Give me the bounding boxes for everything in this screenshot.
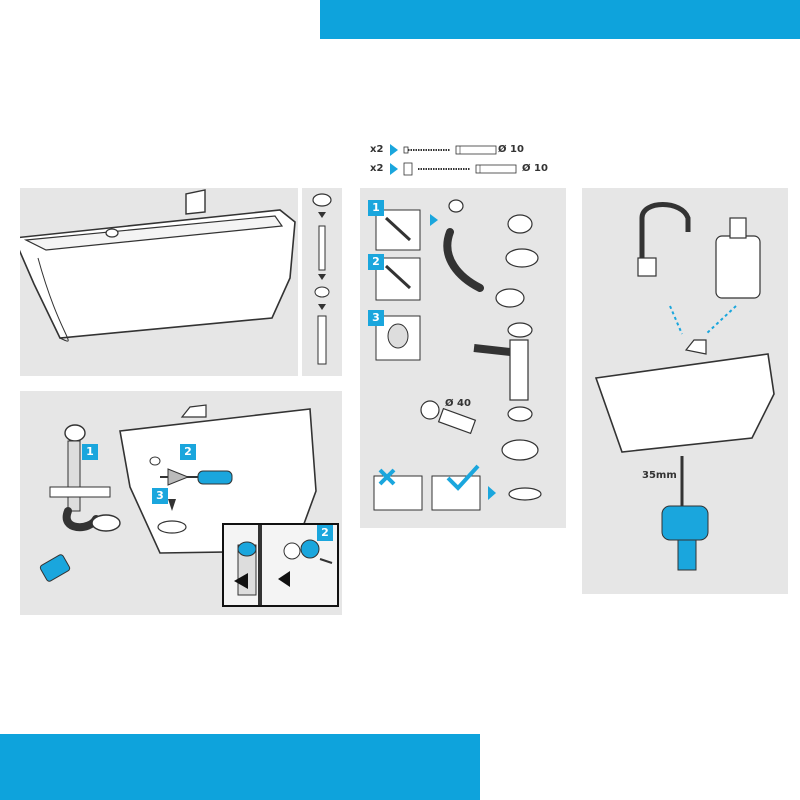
drain-step-3: 3 xyxy=(368,310,384,326)
overflow-step-2: 2 xyxy=(180,444,196,460)
screw-panel xyxy=(302,188,342,376)
overflow-step-1: 1 xyxy=(82,444,98,460)
hardware-legend: x2 Ø 10 x2 Ø 10 xyxy=(370,143,570,177)
detail-inset: 2 xyxy=(222,523,339,607)
drain-assembly-panel: 1 2 3 Ø 40 xyxy=(360,188,566,528)
header-banner xyxy=(320,0,800,39)
arrow-icon xyxy=(234,573,248,589)
sink-overview-panel xyxy=(20,188,298,376)
cross-icon xyxy=(378,468,396,486)
hardware-size-1: Ø 10 xyxy=(498,144,524,155)
drill-icon xyxy=(661,456,709,571)
screw-anchor-1-icon xyxy=(390,144,497,156)
footer-banner xyxy=(0,734,480,800)
clamp-tool-icon xyxy=(39,554,71,582)
drain-pipe-diameter: Ø 40 xyxy=(445,398,471,409)
drain-illustration xyxy=(373,199,542,511)
detail-step-2: 2 xyxy=(317,525,333,541)
faucet-drilling-panel: 35mm xyxy=(582,188,788,594)
overflow-assembly-panel: 1 2 3 2 xyxy=(20,391,342,615)
screw-anchor-2-icon xyxy=(390,162,517,176)
sink-illustration xyxy=(20,189,296,342)
screw-stack-icon xyxy=(312,193,332,365)
drain-step-1: 1 xyxy=(368,200,384,216)
hardware-qty-1: x2 xyxy=(370,144,384,155)
check-icon xyxy=(446,464,480,491)
faucet-illustration xyxy=(594,202,775,571)
drill-depth: 35mm xyxy=(642,470,677,481)
drain-step-2: 2 xyxy=(368,254,384,270)
overflow-step-3: 3 xyxy=(152,488,168,504)
detail-illustration xyxy=(234,525,333,605)
hardware-size-2: Ø 10 xyxy=(522,163,548,174)
overflow-illustration xyxy=(39,404,317,582)
hardware-qty-2: x2 xyxy=(370,163,384,174)
